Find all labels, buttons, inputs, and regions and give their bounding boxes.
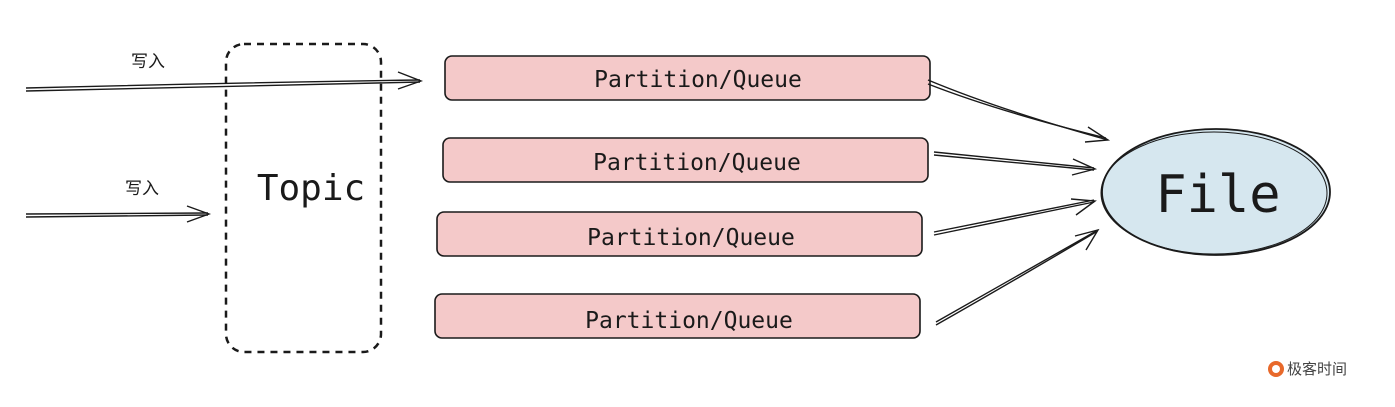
partition-to-file-arrow-1 <box>927 79 1111 143</box>
partition-box-2: Partition/Queue <box>442 137 929 183</box>
topic-container <box>224 42 383 354</box>
partition-label-1: Partition/Queue <box>594 67 802 93</box>
input-arrow-2 <box>25 205 212 223</box>
file-node-sketch-stroke <box>1100 131 1328 255</box>
partition-label-3: Partition/Queue <box>587 225 795 251</box>
topic-label: Topic <box>257 168 365 209</box>
geektime-logo-icon <box>1268 360 1284 377</box>
file-node <box>1101 128 1331 256</box>
partition-box-4: Partition/Queue <box>434 293 921 339</box>
brand-name: 极客时间 <box>1287 360 1348 378</box>
input-label-2: 写入 <box>125 179 159 199</box>
file-label: File <box>1155 165 1280 225</box>
partition-box-3: Partition/Queue <box>436 211 923 257</box>
input-label-1: 写入 <box>131 52 165 72</box>
partition-to-file-arrow-2 <box>933 151 1098 176</box>
partition-label-2: Partition/Queue <box>593 150 801 176</box>
partition-box-1: Partition/Queue <box>444 55 931 101</box>
partition-label-4: Partition/Queue <box>585 308 793 334</box>
partition-to-file-arrow-3 <box>933 198 1097 236</box>
partition-to-file-arrow-4 <box>935 228 1100 326</box>
input-arrow-1 <box>25 71 424 92</box>
brand-watermark: 极客时间 <box>1268 358 1347 379</box>
